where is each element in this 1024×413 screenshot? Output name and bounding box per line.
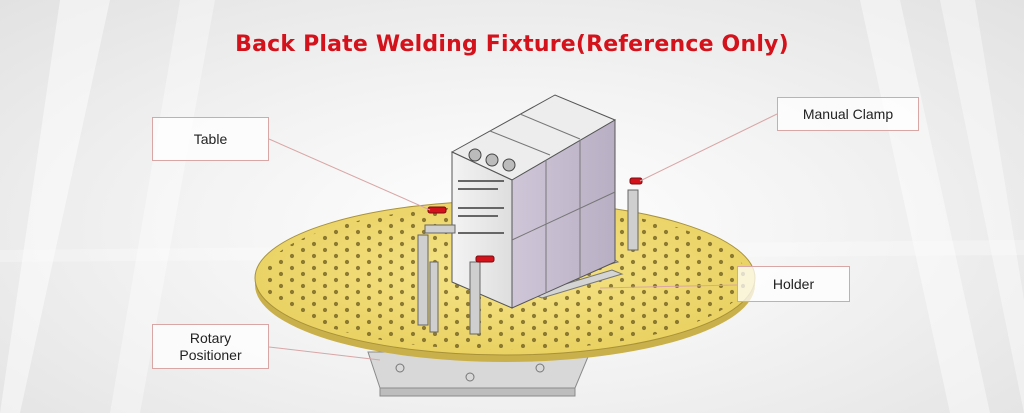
callout-rotary-positioner: Rotary Positioner [152, 324, 269, 369]
leader-lines [268, 113, 778, 361]
callout-table: Table [152, 117, 269, 161]
callout-holder: Holder [737, 266, 850, 302]
page-title: Back Plate Welding Fixture(Reference Onl… [235, 32, 789, 57]
callout-rotary-label-line1: Rotary [189, 329, 232, 346]
holder-brackets [417, 189, 639, 335]
callout-manual-clamp: Manual Clamp [777, 97, 919, 131]
manual-clamps [427, 177, 643, 263]
callout-manual-clamp-label: Manual Clamp [802, 105, 894, 122]
callout-holder-label: Holder [772, 275, 815, 292]
callout-table-label: Table [193, 130, 228, 147]
cabinet-workpiece [450, 94, 617, 309]
callout-rotary-label-line2: Positioner [179, 346, 242, 363]
